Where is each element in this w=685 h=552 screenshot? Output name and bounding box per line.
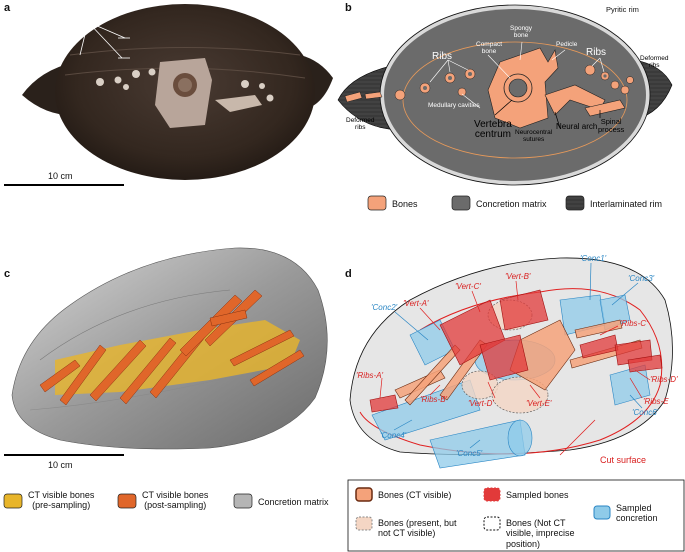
legend-bones-present-label: Bones (present, but not CT visible): [378, 518, 457, 539]
pyritic-rim-label: Pyritic rim: [606, 5, 639, 14]
spongy-bone-label: Spongy bone: [510, 25, 533, 39]
pedicle-label: Pedicle: [556, 41, 578, 48]
ribs-left-label: Ribs: [432, 51, 453, 62]
legend-ct-post-label: CT visible bones (post-sampling): [142, 490, 209, 511]
cut-surface-label: Cut surface: [600, 455, 647, 465]
legend-bones-ct-label: Bones (CT visible): [378, 490, 452, 500]
conc2-label: 'Conc2': [371, 303, 398, 312]
conc6-label: 'Conc6': [632, 408, 659, 417]
ribs-e-label: 'Ribs-E: [643, 397, 669, 406]
neurocentral-sutures-label: Neurocentral sutures: [515, 129, 553, 143]
neural-arch-label: Neural arch: [556, 122, 598, 131]
panel-c-scale-label: 10 cm: [48, 460, 73, 470]
legend-sampled-bones-label: Sampled bones: [506, 490, 569, 500]
medullary-cavities-label: Medullary cavities: [428, 102, 480, 109]
ribs-right-label: Ribs: [586, 47, 607, 58]
lamination-planes-label: Lamination planes: [62, 8, 123, 17]
legend-interlaminated-rim-label: Interlaminated rim: [590, 199, 663, 209]
legend-sampled-concretion-label: Sampled concretion: [616, 503, 658, 524]
vert-e-label: 'Vert-E': [526, 399, 552, 408]
deformed-ribs-right-label: Deformed ribs: [640, 55, 669, 69]
vert-a-label: 'Vert-A': [403, 299, 429, 308]
panel-b-letter: b: [345, 2, 352, 14]
ribs-b-label: 'Ribs-B': [420, 395, 448, 404]
conc5-label: 'Conc5': [456, 449, 483, 458]
conc3-label: 'Conc3': [628, 274, 655, 283]
ribs-d-label: 'Ribs-D': [650, 375, 678, 384]
vert-c-label: 'Vert-C': [455, 282, 481, 291]
vert-d-label: 'Vert-D': [468, 399, 494, 408]
panel-a-scale-label: 10 cm: [48, 171, 73, 181]
panel-d-letter: d: [345, 268, 352, 280]
conc4-label: 'Conc4': [380, 431, 407, 440]
legend-bones-not-ct-label: Bones (Not CT visible, imprecise positio…: [506, 518, 575, 549]
conc1-label: 'Conc1': [580, 254, 607, 263]
legend-concretion-matrix-c-label: Concretion matrix: [258, 497, 329, 507]
vert-b-label: 'Vert-B': [505, 272, 531, 281]
ribs-a-label: 'Ribs-A': [356, 371, 384, 380]
compact-bone-label: Compact bone: [476, 41, 503, 55]
legend-ct-pre-label: CT visible bones (pre-sampling): [28, 490, 95, 511]
spinal-process-label: Spinal process: [598, 117, 625, 134]
vertebra-centrum-label: Vertebra centrum: [474, 119, 512, 140]
panel-c-letter: c: [4, 268, 11, 280]
legend-bones-label: Bones: [392, 199, 418, 209]
ribs-c-label: 'Ribs-C': [620, 319, 648, 328]
deformed-ribs-left-label: Deformed ribs: [346, 117, 375, 131]
legend-concretion-matrix-label: Concretion matrix: [476, 199, 547, 209]
panel-a-letter: a: [4, 2, 11, 14]
